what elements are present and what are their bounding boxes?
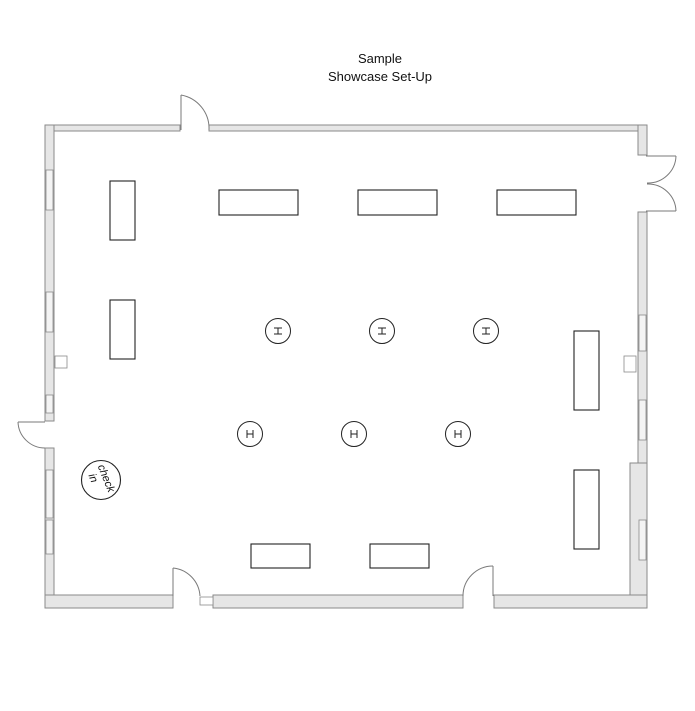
check-in-label-line-2: in: [86, 472, 100, 484]
highboy-table: [369, 318, 395, 344]
window-right-3: [638, 519, 647, 561]
right-wall-top: [637, 124, 648, 156]
door-left: [17, 421, 46, 449]
highboy-table: [265, 318, 291, 344]
display-table: [109, 180, 136, 241]
window-right-2: [638, 399, 647, 441]
doors: [17, 94, 677, 597]
door-top: [180, 94, 210, 131]
highboy-table: [473, 318, 499, 344]
outlet-right: [623, 355, 637, 373]
window-left-3: [45, 394, 54, 414]
outlet-left: [54, 355, 68, 369]
window-left-2: [45, 291, 54, 333]
window-left-4: [45, 469, 54, 519]
display-table: [109, 299, 136, 360]
highboy-table: [237, 421, 263, 447]
window-left-5: [45, 519, 54, 555]
door-bottom-left: [172, 567, 201, 597]
bottom-wall-middle: [212, 594, 464, 609]
display-table: [250, 543, 311, 569]
bottom-wall-post: [199, 596, 214, 606]
door-bottom-right: [462, 565, 494, 597]
window-left-1: [45, 169, 54, 211]
left-wall-upper: [44, 124, 55, 422]
door-right-double: [646, 155, 677, 212]
check-in-station: check in: [80, 459, 122, 501]
title-line-2: Showcase Set-Up: [327, 69, 433, 84]
bottom-wall-left: [44, 594, 174, 609]
top-wall-right: [208, 124, 648, 132]
display-table: [573, 330, 600, 411]
windows: [45, 169, 647, 561]
highboy-table: [445, 421, 471, 447]
highboy-tables: [237, 318, 499, 447]
window-right-1: [638, 314, 647, 352]
floor-plan-title: Sample Showcase Set-Up: [0, 50, 695, 86]
display-table: [218, 189, 299, 216]
display-table: [573, 469, 600, 550]
top-wall-left: [44, 124, 181, 132]
display-table: [357, 189, 438, 216]
bottom-wall-right: [493, 594, 648, 609]
title-line-1: Sample: [357, 51, 403, 66]
display-tables: [109, 180, 600, 569]
display-table: [369, 543, 430, 569]
highboy-table: [341, 421, 367, 447]
display-table: [496, 189, 577, 216]
